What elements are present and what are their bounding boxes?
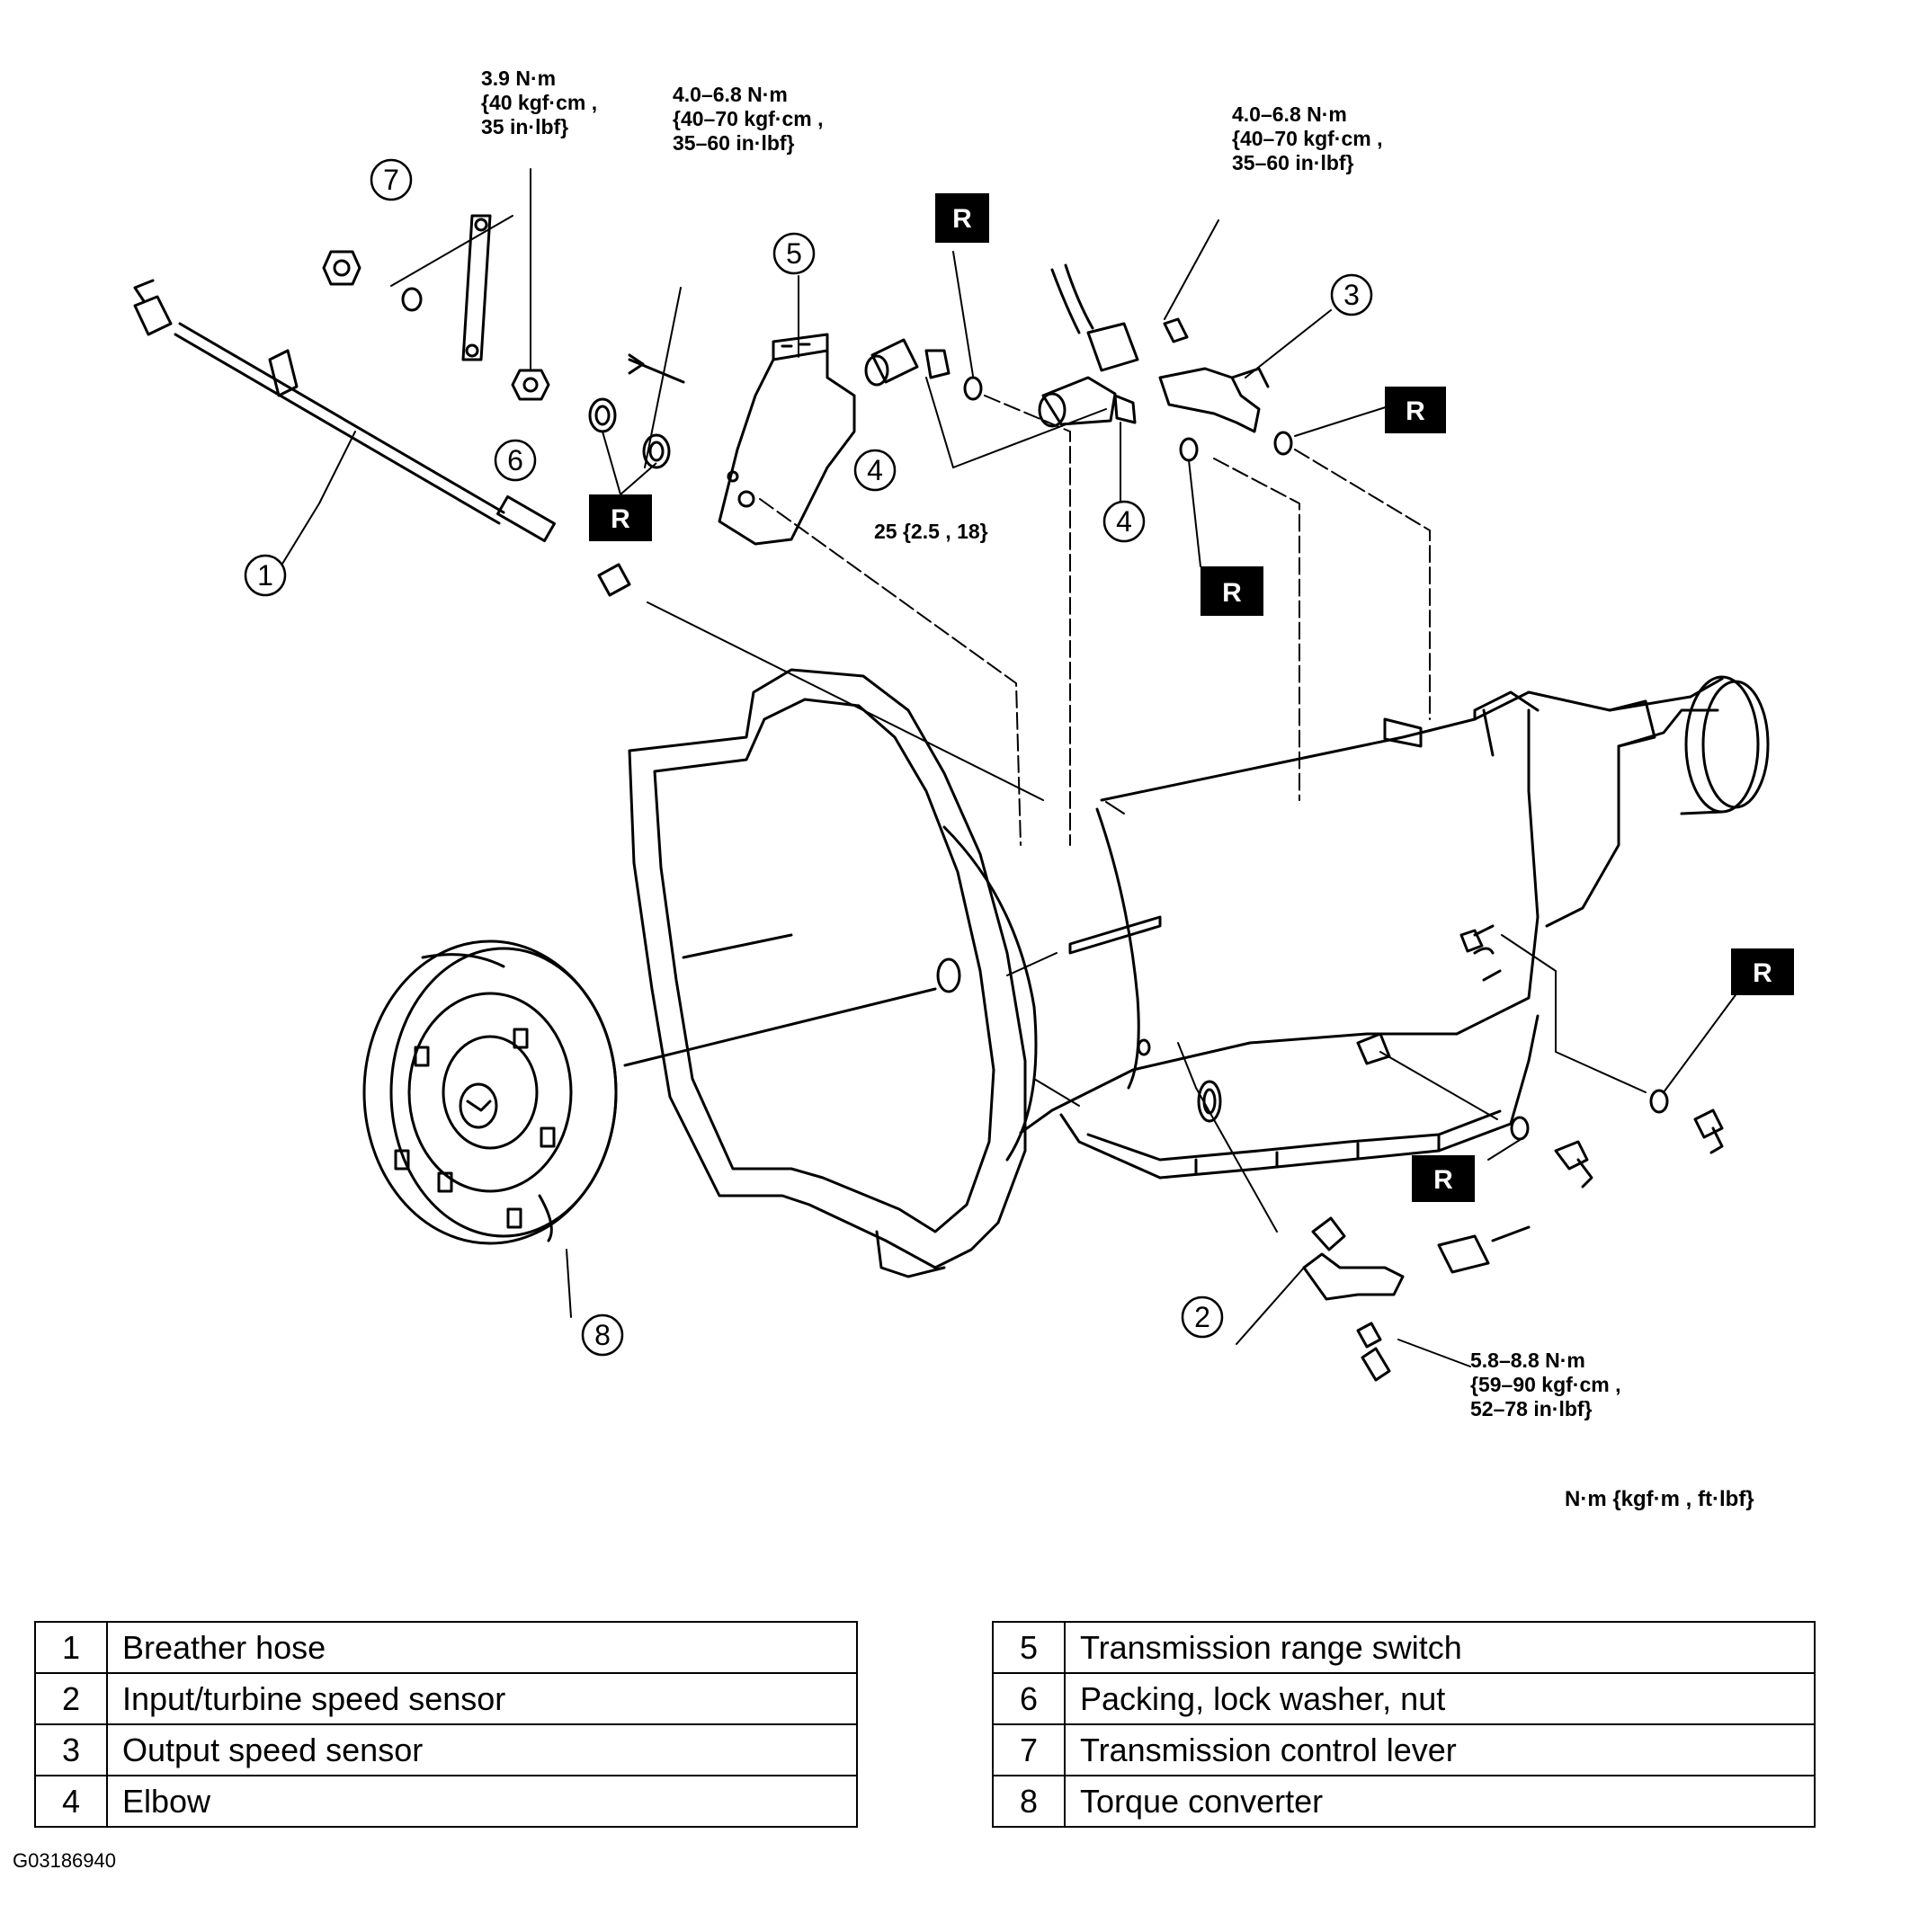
- legend-number: 8: [992, 1775, 1066, 1828]
- dash-alignment-lines: [647, 395, 1647, 1233]
- legend-row: 1 Breather hose: [34, 1621, 858, 1674]
- torque-spec-input-sensor-bolt: 5.8–8.8 N·m {59–90 kgf·cm , 52–78 in·lbf…: [1470, 1349, 1621, 1420]
- legend-label: Output speed sensor: [106, 1723, 858, 1776]
- legend-row: 6 Packing, lock washer, nut: [992, 1672, 1816, 1725]
- legend-row: 4 Elbow: [34, 1775, 858, 1828]
- elbow-left: [864, 338, 951, 387]
- callout-8: 8: [594, 1319, 611, 1351]
- legend-row: 7 Transmission control lever: [992, 1723, 1816, 1776]
- callout-layer: 7 5 3 6 1 4 4 2 8 R R R R R R: [244, 158, 1794, 1357]
- callout-1: 1: [257, 559, 273, 592]
- legend-label: Input/turbine speed sensor: [106, 1672, 858, 1725]
- legend-number: 5: [992, 1621, 1066, 1674]
- legend-label: Breather hose: [106, 1621, 858, 1674]
- legend-table-right: 5 Transmission range switch 6 Packing, l…: [992, 1621, 1816, 1828]
- legend-row: 5 Transmission range switch: [992, 1621, 1816, 1674]
- callout-6: 6: [507, 444, 523, 476]
- legend-row: 3 Output speed sensor: [34, 1723, 858, 1776]
- o-rings: [963, 376, 1669, 1141]
- legend-number: 6: [992, 1672, 1066, 1725]
- legend-label: Elbow: [106, 1775, 858, 1828]
- drain-plugs: [1356, 929, 1724, 1189]
- legend-row: 2 Input/turbine speed sensor: [34, 1672, 858, 1725]
- torque-spec-lever-nut: 3.9 N·m {40 kgf·cm , 35 in·lbf}: [481, 67, 598, 138]
- callout-5: 5: [786, 237, 802, 270]
- legend-label: Transmission range switch: [1064, 1621, 1816, 1674]
- callout-4-right: 4: [1116, 505, 1132, 538]
- replace-mark-oring-sensor: R: [1222, 578, 1242, 608]
- legend-label: Transmission control lever: [1064, 1723, 1816, 1776]
- breather-hose: [133, 279, 556, 543]
- legend-row: 8 Torque converter: [992, 1775, 1816, 1828]
- sensor-connector-upper: [1050, 263, 1139, 372]
- torque-converter: [362, 939, 618, 1245]
- legend-number: 2: [34, 1672, 108, 1725]
- torque-spec-elbow: 25 {2.5 , 18}: [874, 520, 988, 543]
- legend-label: Torque converter: [1064, 1775, 1816, 1828]
- transmission-range-switch: [628, 333, 856, 546]
- input-turbine-speed-sensor: [1302, 1216, 1531, 1382]
- torque-spec-output-sensor-bolt: 4.0–6.8 N·m {40–70 kgf·cm , 35–60 in·lbf…: [1232, 102, 1383, 174]
- exploded-transmission-diagram: [133, 168, 1770, 1382]
- unit-note: N·m {kgf·m , ft·lbf}: [1565, 1487, 1754, 1511]
- output-speed-sensor: [1158, 317, 1270, 433]
- legend-table-left: 1 Breather hose 2 Input/turbine speed se…: [34, 1621, 858, 1828]
- torque-spec-range-switch-bolt: 4.0–6.8 N·m {40–70 kgf·cm , 35–60 in·lbf…: [673, 83, 824, 155]
- legend-number: 3: [34, 1723, 108, 1776]
- legend-label: Packing, lock washer, nut: [1064, 1672, 1816, 1725]
- callout-2: 2: [1194, 1301, 1210, 1333]
- transmission-control-lever: [461, 214, 492, 361]
- leader-lines: [269, 168, 1741, 1367]
- replace-mark-oring-output: R: [1406, 396, 1425, 426]
- elbow-right: [1038, 376, 1137, 428]
- callout-4-left: 4: [867, 454, 883, 486]
- legend-number: 1: [34, 1621, 108, 1674]
- transmission-case: [623, 668, 1770, 1278]
- legend-number: 4: [34, 1775, 108, 1828]
- replace-mark-oring-plug: R: [1433, 1165, 1453, 1195]
- figure-id: G03186940: [13, 1849, 116, 1872]
- callout-3: 3: [1343, 279, 1360, 311]
- callout-7: 7: [383, 164, 399, 196]
- replace-mark-oring-rear: R: [1753, 958, 1772, 988]
- legend-number: 7: [992, 1723, 1066, 1776]
- replace-mark-packing: R: [611, 504, 630, 534]
- replace-mark-oring-elbow: R: [952, 204, 972, 234]
